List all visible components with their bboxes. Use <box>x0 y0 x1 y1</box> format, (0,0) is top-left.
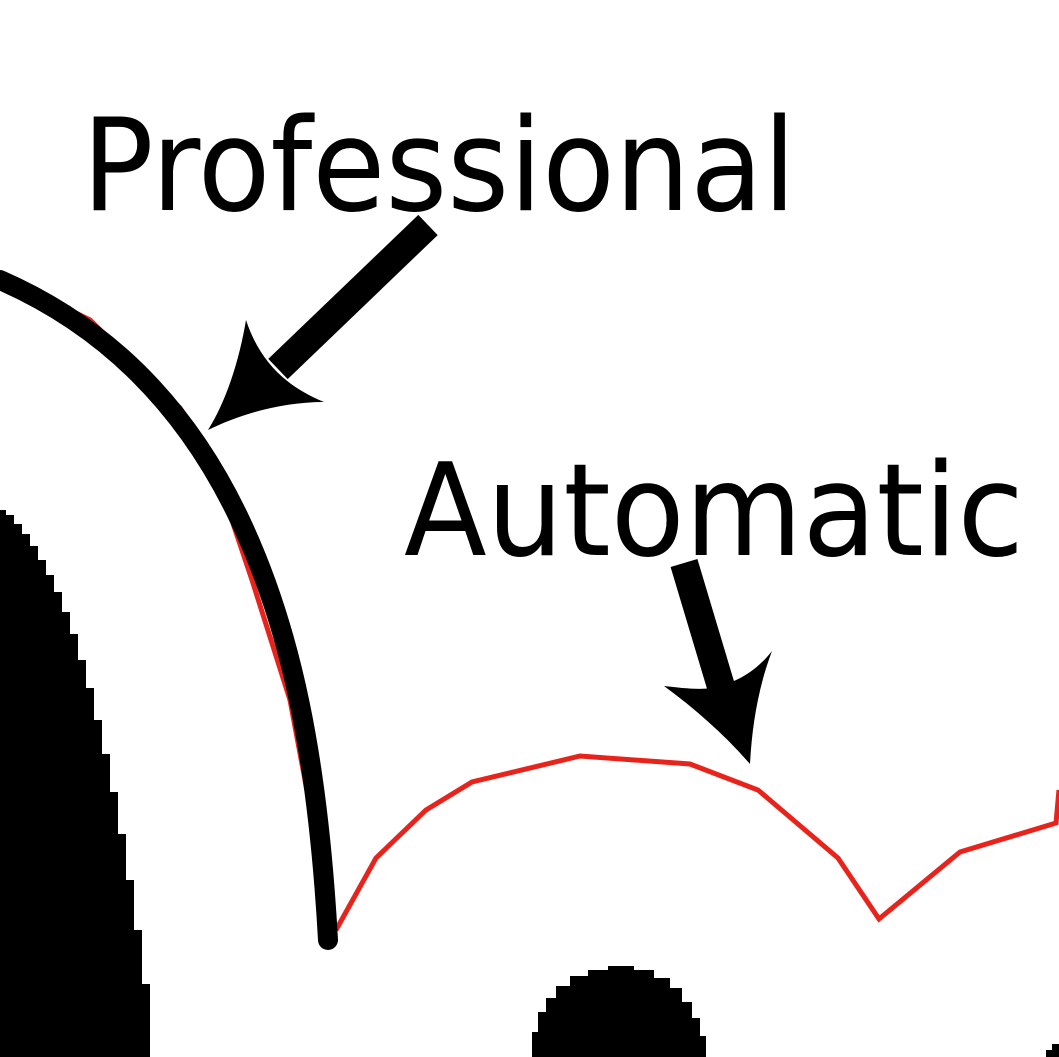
raster-fragment-right <box>1046 1044 1059 1057</box>
automatic-arrow <box>664 558 772 764</box>
automatic-trace-line <box>333 753 1059 932</box>
automatic-arrowhead <box>664 651 772 764</box>
raster-shape-bottom <box>528 966 706 1057</box>
professional-trace-curve <box>0 270 338 950</box>
professional-arrow <box>208 214 438 430</box>
professional-label: Professional <box>82 92 796 241</box>
automatic-label: Automatic <box>404 437 1024 586</box>
raster-shape-left <box>0 510 150 1057</box>
professional-arrowhead <box>208 320 324 430</box>
